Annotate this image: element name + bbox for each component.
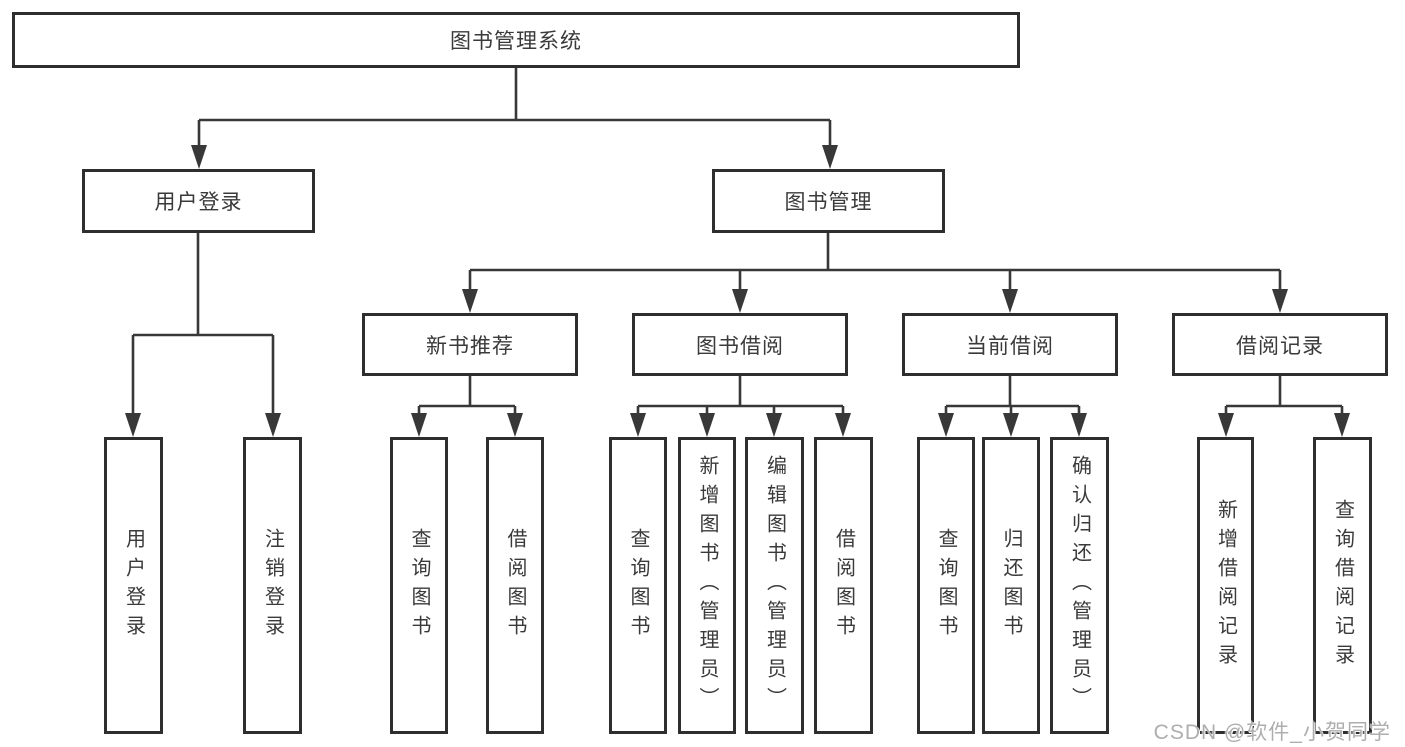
node-label: 新书推荐 xyxy=(426,334,514,358)
node-label: 查询借阅记录 xyxy=(1331,498,1354,673)
node-book-management: 图书管理 xyxy=(712,169,945,233)
csdn-watermark: CSDN @软件_小贺同学 xyxy=(1153,721,1391,744)
node-label: 借阅图书 xyxy=(832,527,855,644)
node-label: 用户登录 xyxy=(154,191,243,214)
node-label: 新增借阅记录 xyxy=(1214,498,1237,673)
node-label: 查询图书 xyxy=(627,527,649,644)
leaf-add-books-admin: 新增图书（管理员） xyxy=(678,437,736,734)
leaf-query-books-current: 查询图书 xyxy=(917,437,975,734)
node-label: 图书管理 xyxy=(784,191,873,214)
node-label: 图书借阅 xyxy=(696,334,784,358)
leaf-query-books-borrowing: 查询图书 xyxy=(609,437,667,734)
leaf-add-borrow-record: 新增借阅记录 xyxy=(1197,437,1254,734)
arrowhead-icons xyxy=(125,145,1350,437)
leaf-borrow-books-recommend: 借阅图书 xyxy=(486,437,544,734)
leaf-borrow-books-borrowing: 借阅图书 xyxy=(814,437,873,734)
leaf-edit-books-admin: 编辑图书（管理员） xyxy=(745,437,804,734)
node-label: 查询图书 xyxy=(935,527,957,644)
leaf-query-books-recommend: 查询图书 xyxy=(390,437,448,734)
node-current-borrowing: 当前借阅 xyxy=(902,313,1118,376)
node-new-book-recommend: 新书推荐 xyxy=(362,313,578,376)
leaf-return-books: 归还图书 xyxy=(982,437,1040,734)
node-label: 归还图书 xyxy=(1000,527,1022,644)
node-label: 当前借阅 xyxy=(966,334,1054,358)
node-label: 图书管理系统 xyxy=(450,30,582,53)
node-label: 注销登录 xyxy=(261,527,284,644)
node-borrow-records: 借阅记录 xyxy=(1172,313,1388,376)
node-library-management-system: 图书管理系统 xyxy=(12,12,1020,68)
node-book-borrowing: 图书借阅 xyxy=(632,313,848,376)
node-label: 用户登录 xyxy=(122,527,145,644)
leaf-query-borrow-record: 查询借阅记录 xyxy=(1313,437,1372,734)
node-label: 确认归还（管理员） xyxy=(1068,455,1091,716)
node-label: 查询图书 xyxy=(408,527,430,644)
node-user-login: 用户登录 xyxy=(82,169,315,233)
node-label: 借阅图书 xyxy=(504,527,526,644)
leaf-logout: 注销登录 xyxy=(243,437,302,734)
node-label: 新增图书（管理员） xyxy=(696,455,718,716)
leaf-confirm-return-admin: 确认归还（管理员） xyxy=(1050,437,1109,734)
node-label: 借阅记录 xyxy=(1236,334,1324,358)
node-label: 编辑图书（管理员） xyxy=(763,455,786,716)
leaf-user-login: 用户登录 xyxy=(104,437,163,734)
